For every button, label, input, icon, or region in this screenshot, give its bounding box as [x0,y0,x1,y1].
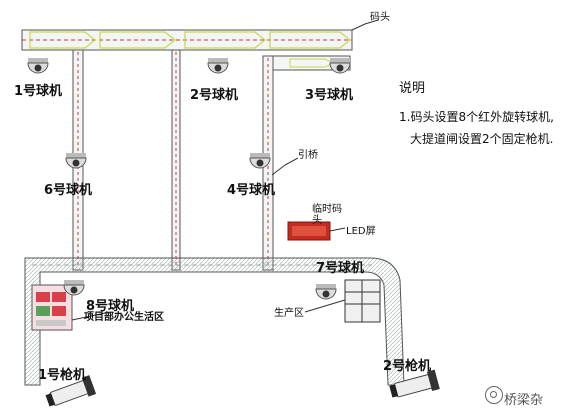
led-screen [287,221,346,241]
dome-camera-3 [329,58,351,74]
notes-line-2: 大提道闸设置2个固定枪机. [410,132,554,146]
wechat-icon [485,386,503,404]
dome-camera-4 [249,153,271,169]
shore-road [24,257,405,386]
dome-1-label: 1号球机 [14,84,63,99]
wharf-label: 码头 [370,12,390,23]
gun-1-label: 1号枪机 [38,368,87,383]
dome-camera-6 [65,153,87,169]
gun-camera-2 [389,369,440,398]
dome-6-label: 6号球机 [44,183,93,198]
production-area-label: 生产区 [274,308,304,319]
gun-2-label: 2号枪机 [383,359,432,374]
bridge-label: 引桥 [298,150,318,161]
dome-camera-1 [27,58,49,74]
temp-wharf-label: 临时码头 [312,204,342,226]
watermark: 桥梁杂 [504,393,544,408]
dome-camera-2 [207,58,229,74]
dome-8-label: 8号球机 [86,299,135,314]
dome-camera-8 [63,280,85,296]
wharf-deck [21,29,353,71]
piers [72,49,274,271]
led-screen-label: LED屏 [346,226,376,237]
dome-3-label: 3号球机 [305,88,354,103]
office-area-label: 项目部办公生活区 [84,312,164,323]
office-area-block [31,284,111,331]
notes-line-1: 1.码头设置8个红外旋转球机, [399,110,554,124]
production-area-block [304,279,381,323]
dome-camera-7 [315,284,337,300]
dome-7-label: 7号球机 [316,261,365,276]
dome-4-label: 4号球机 [227,183,276,198]
gun-camera-1 [45,375,97,407]
notes-title: 说明 [399,81,426,96]
dome-2-label: 2号球机 [190,88,239,103]
